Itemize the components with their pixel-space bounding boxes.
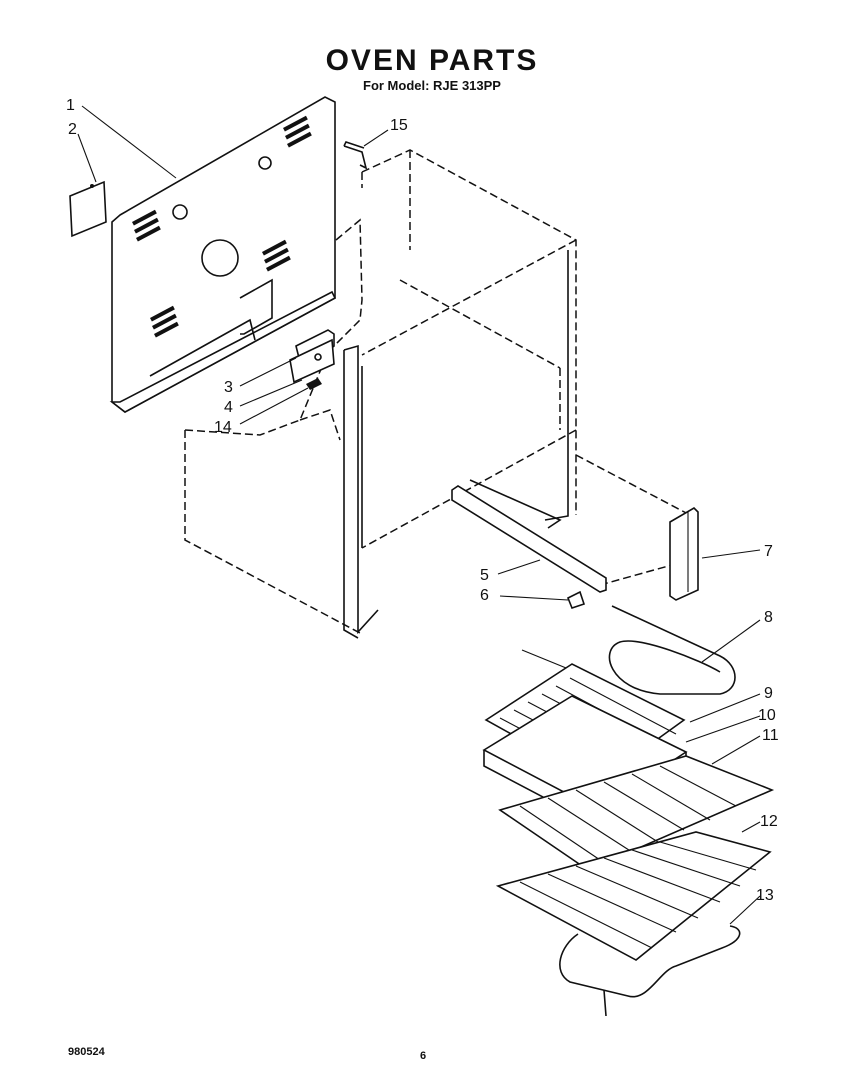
- callout-4: 4: [224, 399, 233, 416]
- oven-cabinet-outline: [184, 149, 691, 634]
- callout-12: 12: [760, 813, 778, 830]
- page-title: OVEN PARTS: [325, 44, 539, 77]
- cover-plate-part: [69, 180, 107, 238]
- bracket-part: [343, 141, 368, 170]
- document-number: 980524: [68, 1046, 105, 1058]
- model-subtitle: For Model: RJE 313PP: [363, 78, 501, 93]
- callout-9: 9: [764, 685, 773, 702]
- oven-rack-upper-part: [498, 755, 775, 871]
- side-wall-part: [343, 250, 569, 639]
- side-trim-part: [669, 506, 699, 601]
- callout-3: 3: [224, 379, 233, 396]
- page-number: 6: [420, 1050, 427, 1062]
- callout-5: 5: [480, 567, 489, 584]
- rear-panel-part: [109, 96, 337, 413]
- hinge-bracket-part: [289, 329, 335, 390]
- callout-8: 8: [764, 609, 773, 626]
- callout-1: 1: [66, 97, 75, 114]
- callout-13: 13: [756, 887, 774, 904]
- callout-15: 15: [390, 117, 408, 134]
- callout-14: 14: [214, 419, 232, 436]
- callout-7: 7: [764, 543, 773, 560]
- clip-part: [566, 590, 586, 609]
- leader-lines: [77, 105, 761, 925]
- oven-rack-lower-part: [495, 831, 772, 961]
- broil-element-part: [559, 925, 741, 1017]
- callout-11: 11: [762, 727, 779, 744]
- rail-part: [451, 479, 607, 593]
- callout-2: 2: [68, 121, 77, 138]
- callout-10: 10: [758, 707, 776, 724]
- callout-6: 6: [480, 587, 489, 604]
